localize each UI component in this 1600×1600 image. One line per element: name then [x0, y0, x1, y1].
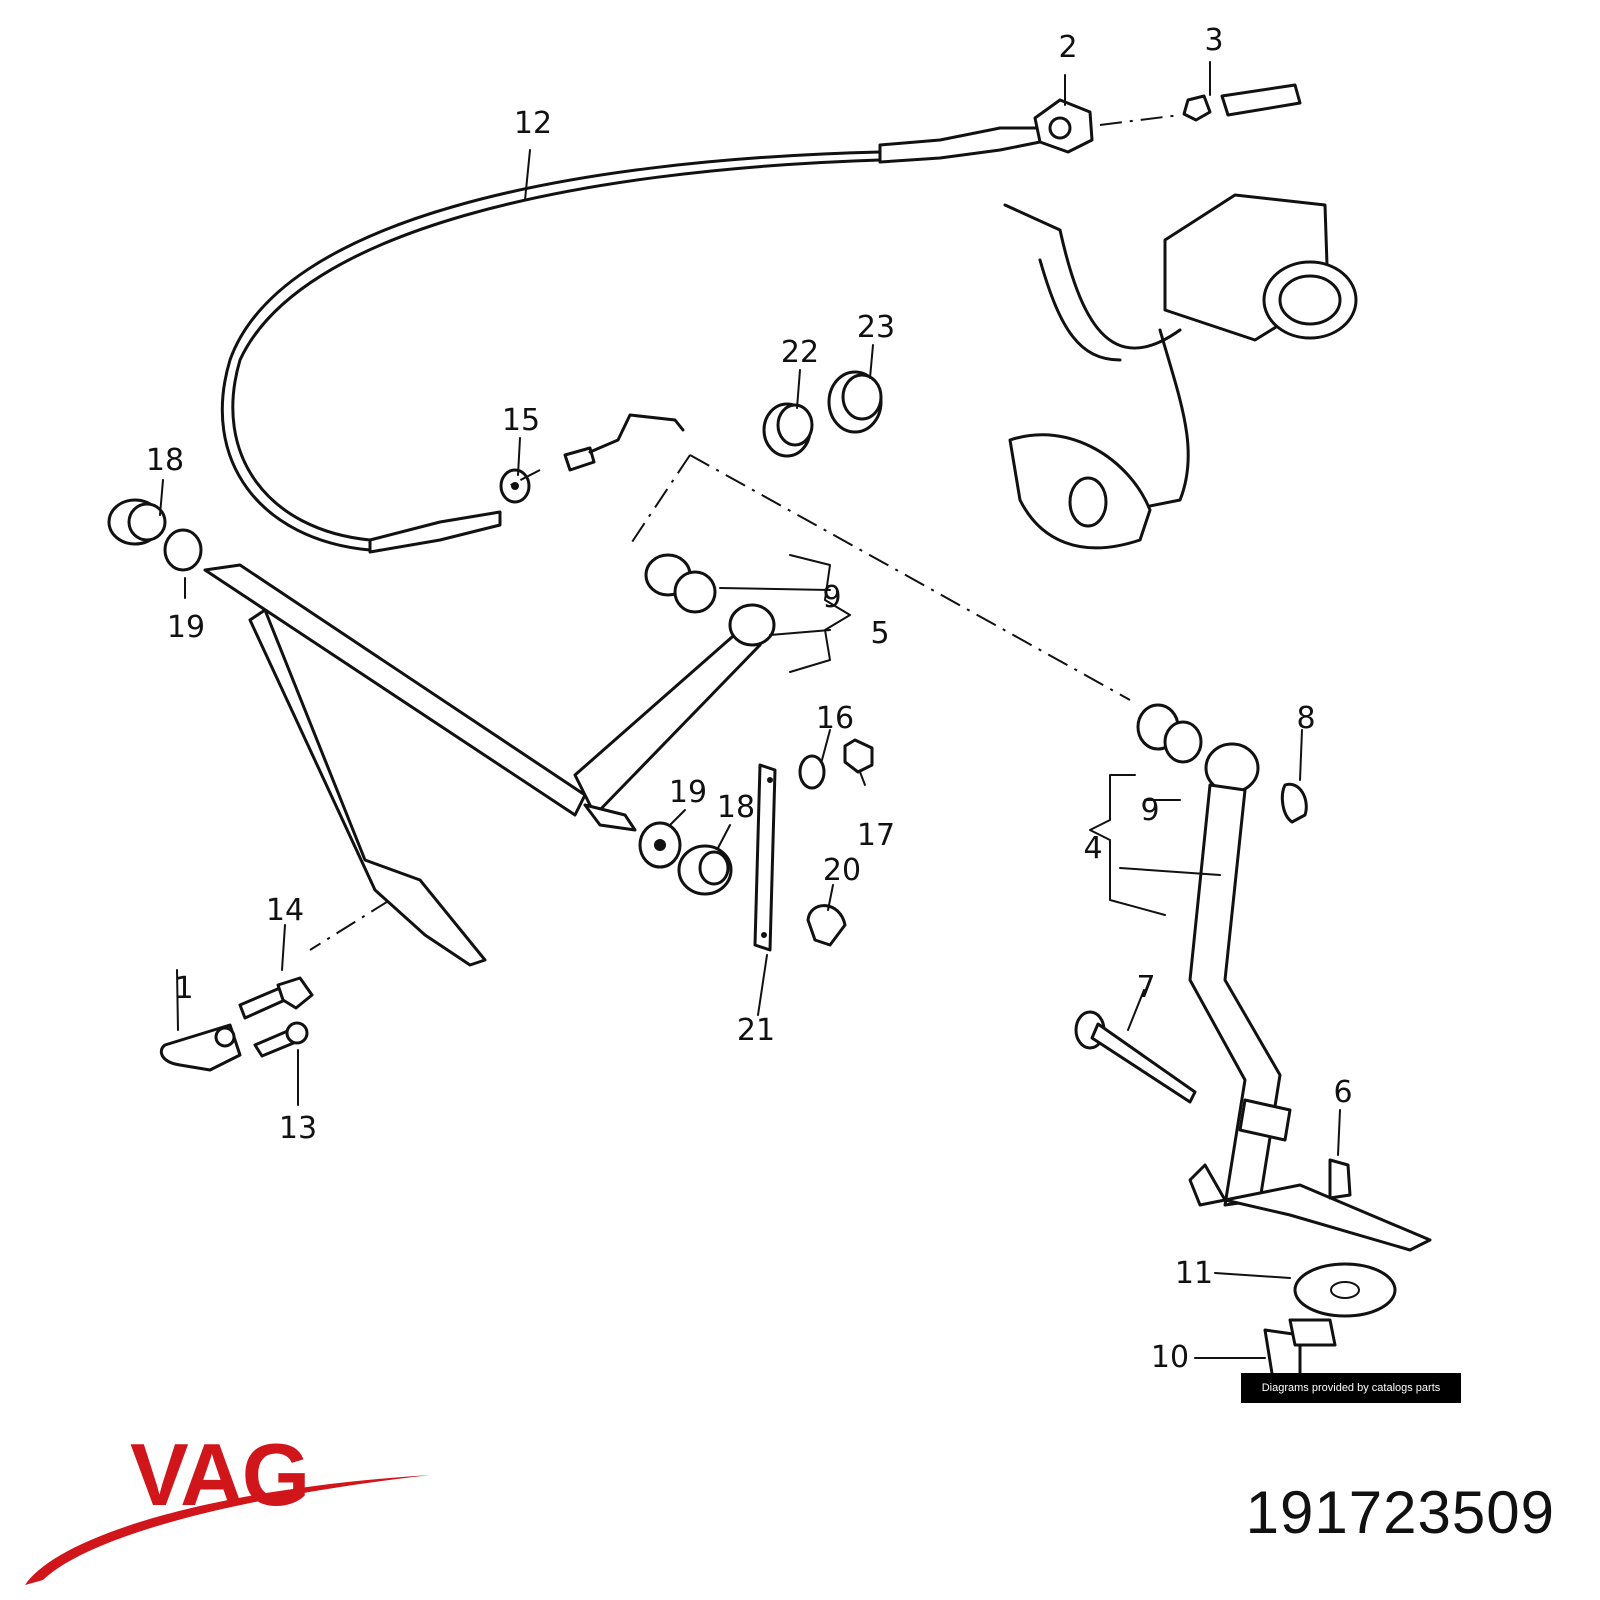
callout-18-middle: 18 — [717, 790, 755, 825]
bolt-14 — [238, 976, 314, 1020]
clip-6 — [1328, 1158, 1352, 1200]
callout-16: 16 — [816, 701, 854, 736]
pedal-shaft — [203, 563, 776, 967]
callout-17: 17 — [857, 818, 895, 853]
callout-19-left: 19 — [167, 610, 205, 645]
grommet-22 — [762, 402, 814, 458]
callout-22: 22 — [781, 335, 819, 370]
leader-lines — [159, 61, 1341, 1359]
bushing-18-middle — [677, 844, 733, 896]
logo-text: VAG — [130, 1425, 308, 1524]
vag-logo: VAG — [25, 1425, 430, 1585]
callout-13: 13 — [279, 1111, 317, 1146]
callout-labels: 1 2 3 4 5 6 7 8 9 9 10 11 12 13 14 15 16… — [146, 23, 1353, 1375]
throttle-body — [1003, 193, 1358, 550]
diagram-credit: Diagrams provided by catalogs parts — [1241, 1373, 1461, 1403]
callout-1: 1 — [174, 971, 193, 1006]
grommet-23 — [827, 370, 883, 434]
callout-15: 15 — [502, 403, 540, 438]
clip — [1182, 83, 1302, 122]
callout-2: 2 — [1058, 30, 1077, 65]
callout-12: 12 — [514, 106, 552, 141]
accelerator-pedal-arm — [1188, 742, 1432, 1252]
bushing-15 — [499, 468, 531, 504]
bushing-9-lower — [1136, 703, 1203, 764]
callout-14: 14 — [266, 893, 304, 928]
callout-9-upper: 9 — [822, 580, 841, 615]
screw-13 — [253, 1021, 309, 1058]
nut-17 — [843, 738, 874, 774]
adjuster-nut — [1033, 98, 1094, 154]
callout-6: 6 — [1333, 1075, 1352, 1110]
callout-9-lower: 9 — [1140, 793, 1159, 828]
clip-16 — [798, 754, 826, 790]
callout-10: 10 — [1151, 1340, 1189, 1375]
strip-21 — [753, 763, 777, 952]
cable-assembly — [220, 126, 1042, 554]
bushing-9-upper — [644, 553, 717, 614]
callout-5: 5 — [870, 616, 889, 651]
bracket-1 — [159, 1023, 242, 1072]
callout-18-left: 18 — [146, 443, 184, 478]
bushing-18-left — [107, 498, 167, 546]
bushing-19-middle — [638, 821, 682, 869]
callout-19-middle: 19 — [669, 775, 707, 810]
clip-8 — [1280, 782, 1308, 824]
washer-11 — [1293, 1262, 1397, 1318]
callout-21: 21 — [737, 1013, 775, 1048]
callout-8: 8 — [1296, 701, 1315, 736]
part-number: 191723509 — [1245, 1479, 1555, 1546]
callout-20: 20 — [823, 853, 861, 888]
callout-3: 3 — [1204, 23, 1223, 58]
callout-23: 23 — [857, 310, 895, 345]
bushing-19-left — [163, 528, 203, 572]
clip-20 — [806, 904, 847, 947]
callout-7: 7 — [1136, 970, 1155, 1005]
callout-4: 4 — [1083, 831, 1102, 866]
pin-7 — [1074, 1010, 1197, 1104]
callout-11: 11 — [1175, 1256, 1213, 1291]
